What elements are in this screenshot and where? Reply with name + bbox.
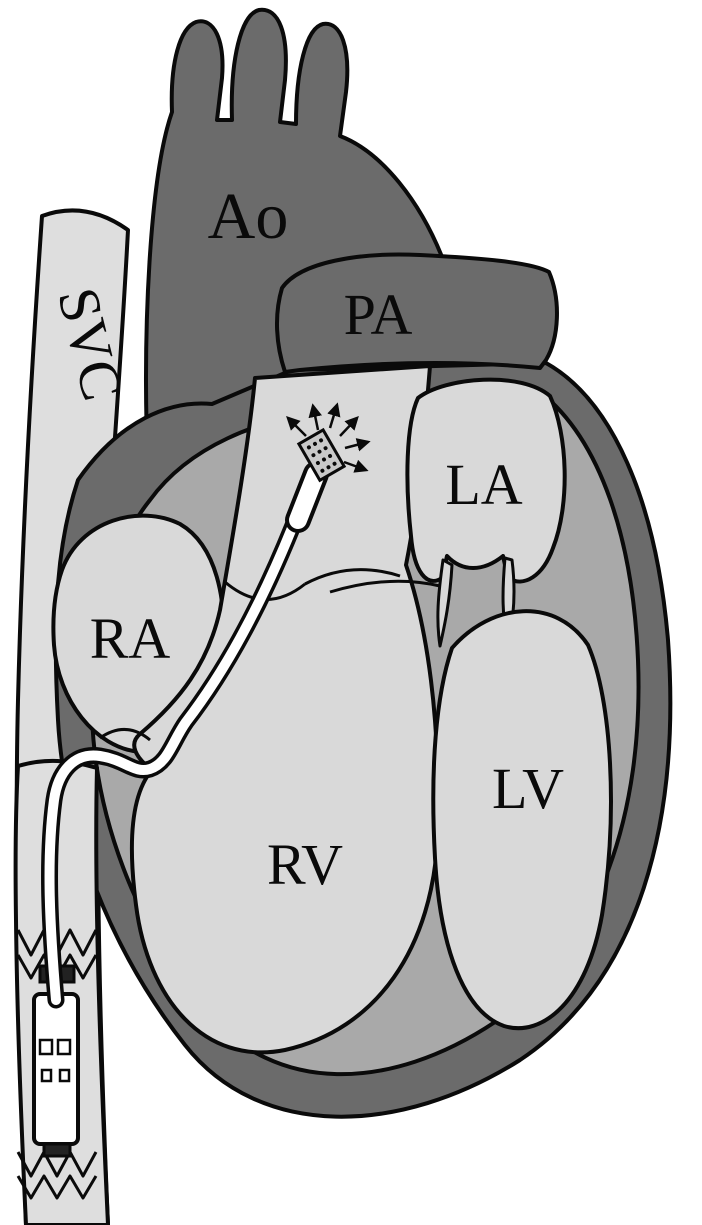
label-aorta: Ao	[208, 180, 289, 253]
mitral-leaflet-left	[436, 558, 454, 648]
catheter	[41, 461, 329, 1009]
device-detail-windows	[38, 1038, 72, 1083]
catheter-tip-shaft	[289, 465, 325, 529]
device-lower-connector	[42, 1142, 72, 1158]
label-left-atrium: LA	[445, 452, 522, 517]
emission-arrows	[286, 402, 371, 473]
tricuspid-valve-line	[99, 728, 151, 742]
device-body	[32, 992, 80, 1146]
label-left-ventricle: LV	[492, 756, 564, 821]
label-right-ventricle: RV	[267, 832, 343, 897]
electrode-dots	[306, 438, 337, 473]
label-pulmonary-artery: PA	[344, 282, 413, 347]
electrode-body	[296, 427, 347, 483]
left-ventricle-chamber	[431, 609, 613, 1031]
electrode-tip	[296, 427, 347, 483]
pulmonary-artery-vessel	[275, 252, 559, 374]
right-ventricle-chamber	[129, 364, 441, 1055]
stent-zigzag-lower	[16, 1150, 98, 1200]
catheter-core	[44, 493, 309, 1005]
av-junction-line	[329, 579, 441, 594]
label-right-atrium: RA	[90, 606, 171, 671]
